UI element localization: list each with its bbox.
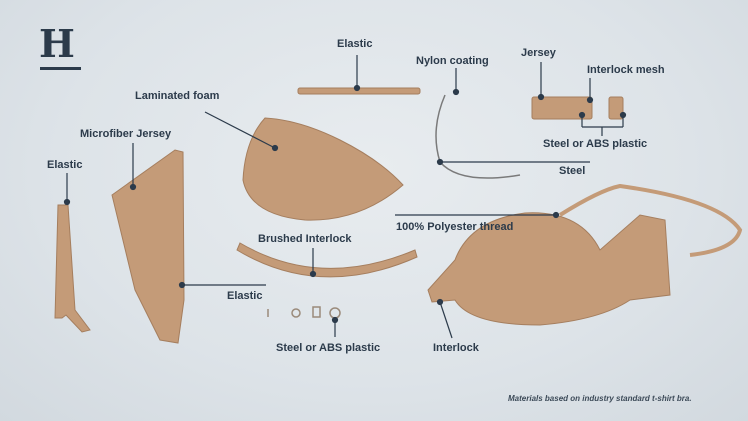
underwire (435, 94, 521, 179)
hardware-pieces (267, 306, 341, 319)
hook-eye-mesh (608, 96, 624, 120)
brushed-interlock-strip (236, 242, 418, 278)
bra-strap (558, 183, 743, 257)
hook-eye-jersey (531, 96, 593, 120)
label-brushed-interlock: Brushed Interlock (258, 233, 352, 245)
logo-underline (40, 67, 81, 70)
label-jersey: Jersey (521, 47, 556, 59)
label-steel-abs-top: Steel or ABS plastic (543, 138, 648, 150)
label-microfiber-jersey: Microfiber Jersey (80, 128, 172, 140)
label-elastic-middle: Elastic (227, 290, 263, 302)
label-steel-abs-bottom: Steel or ABS plastic (276, 342, 381, 354)
label-interlock-mesh: Interlock mesh (587, 64, 665, 76)
elastic-strap-left (54, 204, 91, 333)
logo: H (39, 21, 75, 66)
label-polyester-thread: 100% Polyester thread (396, 221, 514, 233)
leader-lines (63, 55, 627, 339)
label-laminated-foam: Laminated foam (135, 90, 220, 102)
label-nylon-coating: Nylon coating (416, 55, 489, 67)
label-steel: Steel (559, 165, 586, 177)
foam-cup (242, 117, 404, 221)
footnote: Materials based on industry standard t-s… (508, 394, 692, 403)
label-interlock: Interlock (433, 342, 479, 354)
label-elastic-left: Elastic (47, 159, 83, 171)
microfiber-jersey-panel (111, 149, 185, 344)
label-elastic-top: Elastic (337, 38, 373, 50)
assembled-bra (427, 212, 671, 326)
